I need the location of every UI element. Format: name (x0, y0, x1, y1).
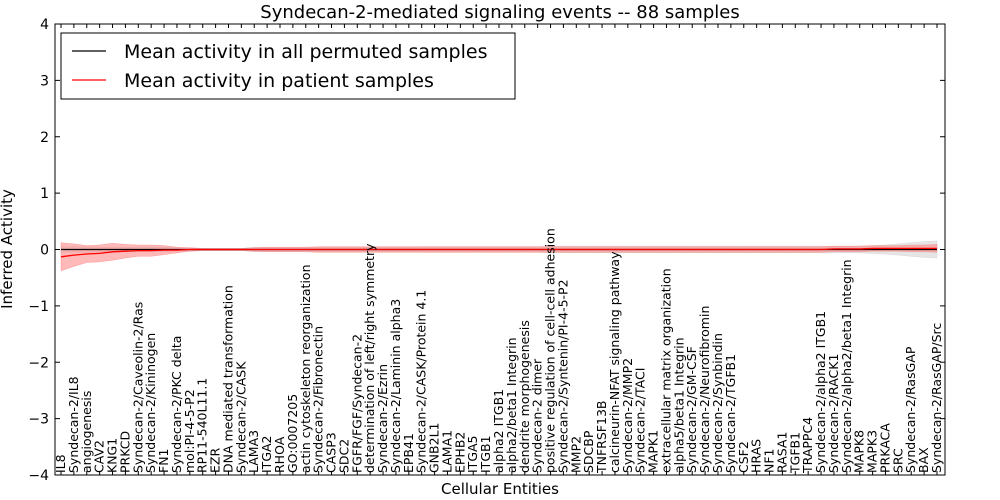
y-tick-label: 3 (40, 73, 49, 89)
x-category-label: NF1 (762, 449, 777, 474)
legend-label-patient: Mean activity in patient samples (124, 70, 434, 92)
y-tick-label: 1 (40, 186, 49, 202)
band-patient (60, 242, 938, 272)
x-category-label: FGFR/FGF/Syndecan-2 (349, 334, 364, 473)
y-ticks: −4 −3 −2 −1 0 1 2 3 4 (28, 17, 945, 484)
x-category-label: GNB2L1 (427, 423, 442, 473)
x-category-label: LAMA1 (440, 430, 455, 473)
legend-label-permuted: Mean activity in all permuted samples (124, 41, 487, 63)
x-category-label: Syndecan-2/GM-CSF (684, 346, 699, 473)
plot-frame (54, 23, 946, 476)
x-category-label: SDC2 (336, 439, 351, 473)
x-category-label: calcineurin-NFAT signaling pathway (607, 251, 622, 473)
x-category-label: SRC (890, 448, 905, 473)
x-category-label: ITGB1 (478, 435, 493, 473)
x-category-label: Syndecan-2/Syntenin/PI-4-5-P2 (555, 279, 570, 473)
x-category-label: CASP3 (324, 432, 339, 473)
x-category-label: extracellular matrix organization (659, 268, 674, 473)
series-lines (60, 247, 937, 258)
x-category-label: Syndecan-2/Fibronectin (311, 326, 326, 473)
x-category-label: Syndecan-2/Neurofibromin (697, 306, 712, 473)
x-category-label: Syndecan-2/Ezrin (375, 364, 390, 473)
x-category-label: EZR (208, 448, 223, 473)
x-category-label: positive regulation of cell-cell adhesio… (543, 228, 558, 473)
x-category-label: Syndecan-2/RACK1 (826, 354, 841, 473)
x-category-label: alpha2 ITGB1 (491, 389, 506, 473)
x-category-label: Syndecan-2/Kininogen (143, 333, 158, 473)
legend: Mean activity in all permuted samples Me… (60, 32, 516, 100)
y-axis-label: Inferred Activity (0, 189, 16, 309)
x-category-label: alpha5/beta1 Integrin (671, 337, 686, 473)
y-tick-label: 0 (40, 243, 49, 259)
x-category-label: EPHB2 (452, 432, 467, 473)
x-category-label: determination of left/right symmetry (362, 243, 377, 473)
x-category-label: angiogenesis (79, 391, 94, 473)
x-axis-label: Cellular Entities (441, 480, 559, 498)
x-category-label: Syndecan-2/IL8 (66, 376, 81, 473)
x-category-label: Syndecan-2/TGFB1 (723, 354, 738, 473)
x-category-label: GO:0007205 (285, 394, 300, 473)
x-category-label: Syndecan-2/RasGAP (903, 346, 918, 473)
x-category-label: MAPK8 (852, 430, 867, 473)
chart-title: Syndecan-2-mediated signaling events -- … (260, 2, 739, 23)
x-category-label: HRAS (749, 439, 764, 473)
x-category-label: TGFB1 (787, 432, 802, 474)
x-category-label: LAMA3 (246, 430, 261, 473)
x-category-label: CSF2 (736, 441, 751, 473)
y-tick-label: −3 (28, 412, 49, 428)
x-category-label: FN1 (156, 449, 171, 474)
legend-box (60, 32, 516, 100)
x-category-label: Syndecan-2/RasGAP/Src (929, 323, 944, 473)
x-category-label: alpha2/beta1 Integrin (504, 337, 519, 473)
confidence-bands (60, 240, 938, 272)
x-category-label: ITGA2 (259, 435, 274, 473)
x-category-label: ITGA5 (465, 435, 480, 473)
x-category-label: MAPK1 (646, 430, 661, 473)
x-category-label: PRKACA (878, 423, 893, 473)
y-tick-label: 4 (40, 17, 49, 33)
x-category-label: Syndecan-2/alpha2/beta1 Integrin (839, 259, 854, 473)
x-category-label: PRKCD (117, 431, 132, 473)
y-tick-label: −2 (28, 355, 49, 371)
x-category-label: RASA1 (774, 432, 789, 473)
x-category-label: Syndecan-2/Synbindin (710, 333, 725, 473)
x-category-label: Syndecan-2/MMP2 (620, 358, 635, 473)
series-line-patient (60, 247, 937, 258)
x-category-label: MMP2 (568, 436, 583, 473)
x-category-label: Syndecan-2/Caveolin-2/Ras (130, 302, 145, 473)
x-ticks (60, 24, 938, 475)
category-labels: IL8Syndecan-2/IL8angiogenesisCAV2KNG1PRK… (53, 228, 944, 474)
x-category-label: Syndecan-2/alpha2 ITGB1 (813, 311, 828, 473)
y-tick-label: −4 (28, 468, 49, 484)
x-category-label: Syndecan-2/Laminin alpha3 (388, 299, 403, 473)
x-category-label: Syndecan-2/PKC delta (169, 336, 184, 473)
x-category-label: Syndecan-2 dimer (530, 358, 545, 473)
x-category-label: mol:PI-4-5-P2 (182, 389, 197, 473)
x-category-label: DNA mediated transformation (221, 285, 236, 473)
x-category-label: KNG1 (105, 438, 120, 473)
x-category-label: Syndecan-2/CASK (233, 361, 248, 473)
x-category-label: RHOA (272, 436, 287, 473)
x-category-label: SDCBP (581, 430, 596, 473)
x-category-label: IL8 (53, 454, 68, 473)
x-category-label: EPB41 (401, 433, 416, 473)
y-tick-label: 2 (40, 130, 49, 146)
x-category-label: TRAPPC4 (800, 417, 815, 474)
x-category-label: RP11-540L11.1 (195, 378, 210, 473)
x-category-label: actin cytoskeleton reorganization (298, 264, 313, 473)
x-category-label: Syndecan-2/CASK/Protein 4.1 (414, 290, 429, 473)
x-category-label: dendrite morphogenesis (517, 320, 532, 473)
y-tick-label: −1 (28, 299, 49, 315)
x-category-label: Syndecan-2/TACI (633, 368, 648, 473)
x-category-label: CAV2 (92, 440, 107, 473)
x-category-label: BAX (916, 447, 931, 473)
x-category-label: MAPK3 (865, 430, 880, 473)
x-category-label: TNFRSF13B (594, 401, 609, 474)
